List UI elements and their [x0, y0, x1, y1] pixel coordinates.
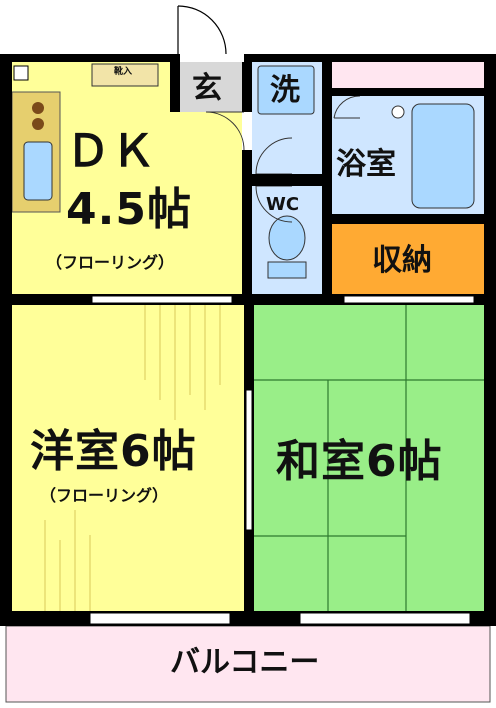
storage-floor [332, 224, 484, 294]
western-room-floor-type: （フローリング） [40, 486, 169, 505]
western-room-label: 洋室6帖 [30, 426, 197, 477]
pillar [13, 65, 29, 81]
western-floor-texture [44, 305, 221, 611]
bathtub [411, 103, 475, 209]
tatami-lines [254, 305, 484, 611]
bath-label: 浴室 [336, 147, 396, 182]
bath-faucet-icon [391, 105, 405, 119]
balcony-floor [5, 625, 491, 703]
entrance-floor [180, 62, 242, 112]
balcony-label: バルコニー [170, 645, 320, 680]
toilet-icon [267, 215, 307, 279]
stove-burner-icon [32, 118, 44, 130]
dk-floor-type: （フローリング） [46, 253, 175, 272]
washbasin [257, 65, 315, 115]
storage-label: 収納 [372, 243, 432, 278]
dk-size: 4.5帖 [66, 184, 192, 235]
shoe-box [91, 63, 159, 87]
japanese-room-floor [254, 305, 484, 611]
entrance-label: 玄 [192, 71, 222, 106]
dk-label: ＤＫ [66, 126, 156, 177]
entrance-door-swing [177, 5, 227, 55]
washroom-label: 洗 [270, 73, 300, 108]
top-right-closet [332, 62, 484, 90]
shoe-box-label: 靴入 [114, 67, 133, 77]
windows [89, 295, 475, 625]
stove-burner-icon [32, 102, 44, 114]
wc-label: WC [266, 194, 300, 215]
kitchen-sink [23, 141, 53, 201]
japanese-room-label: 和室6帖 [276, 436, 443, 487]
